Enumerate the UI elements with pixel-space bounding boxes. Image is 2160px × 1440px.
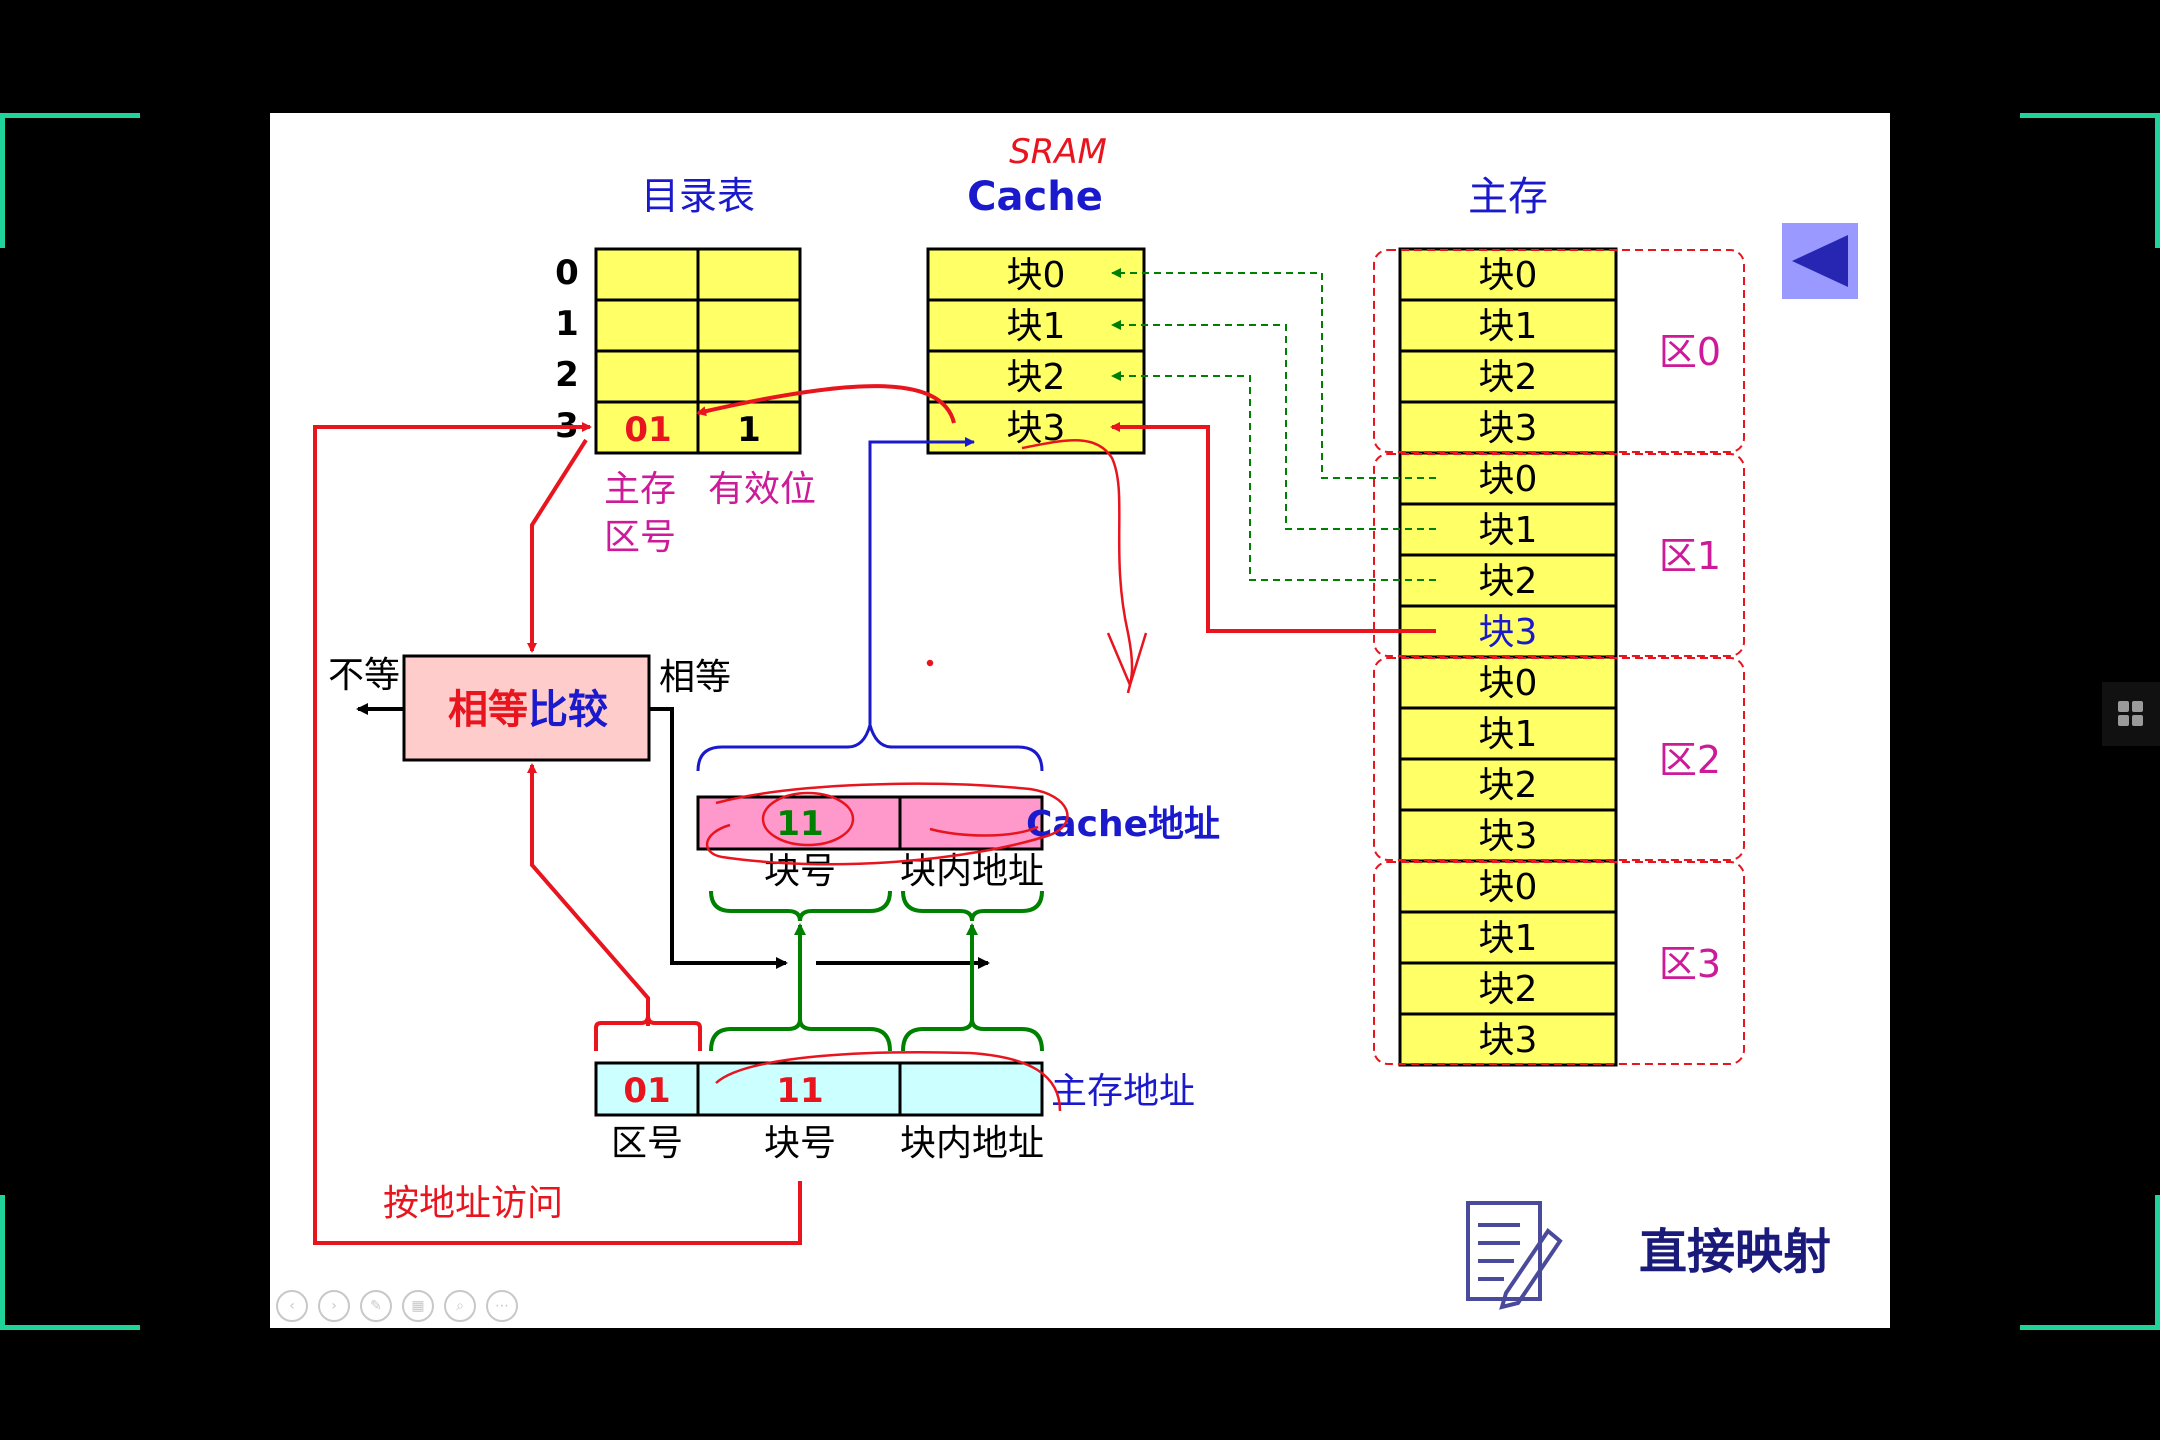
compare-label-compare: 比较 xyxy=(528,687,608,733)
prev-slide-icon[interactable]: ‹ xyxy=(276,1290,308,1322)
equal-label: 相等 xyxy=(659,657,731,698)
main-memory-block-label: 块1 xyxy=(1479,306,1538,347)
back-button[interactable] xyxy=(1782,223,1858,299)
main-memory-title: 主存 xyxy=(1468,174,1548,220)
main-memory-block-label: 块3 xyxy=(1479,408,1538,449)
main-address-green-braces xyxy=(709,1018,1044,1052)
main-memory-block-label: 块1 xyxy=(1479,510,1538,551)
cache-address-to-block-arrow xyxy=(868,437,975,725)
directory-valid-value: 1 xyxy=(737,410,761,450)
not-equal-label: 不等 xyxy=(328,655,400,696)
main-offset-label: 块内地址 xyxy=(900,1123,1044,1164)
main-memory-block-label: 块0 xyxy=(1479,663,1538,704)
main-address-box xyxy=(594,1061,1044,1117)
main-address-label: 主存地址 xyxy=(1051,1071,1195,1112)
zoom-icon[interactable]: ⌕ xyxy=(444,1290,476,1322)
main-zone-number-label: 区号 xyxy=(611,1123,683,1164)
main-memory-block-label: 块3 xyxy=(1479,612,1538,653)
zone-label-line1: 主存 xyxy=(604,469,676,510)
access-by-address-label: 按地址访问 xyxy=(383,1183,563,1224)
footer-title: 直接映射 xyxy=(1639,1224,1831,1280)
main-memory-block-label: 块1 xyxy=(1479,918,1538,959)
access-loop-arrow xyxy=(313,422,802,1245)
equal-arrow xyxy=(649,707,788,969)
corner-bracket-top-left xyxy=(0,113,140,248)
cache-title: Cache xyxy=(967,174,1103,220)
cache-block-number-label: 块号 xyxy=(764,851,836,892)
zone-label-line2: 区号 xyxy=(604,517,676,558)
main-memory-block-label: 块0 xyxy=(1479,255,1538,296)
directory-row-label: 1 xyxy=(555,304,579,344)
cache-to-directory-arrow xyxy=(696,384,956,424)
main-memory-block-label: 块3 xyxy=(1479,1020,1538,1061)
compare-box: 相等 比较 xyxy=(402,654,651,762)
cache-address-label: Cache地址 xyxy=(1026,804,1220,845)
directory-title: 目录表 xyxy=(641,174,755,218)
directory-zone-value: 01 xyxy=(624,410,671,450)
main-memory-zone-outline xyxy=(1373,861,1745,1065)
main-memory-zone-label: 区3 xyxy=(1659,942,1721,986)
zone-to-compare-arrow xyxy=(527,438,588,653)
document-edit-icon xyxy=(1466,1201,1563,1310)
main-memory-zone-label: 区1 xyxy=(1659,534,1721,578)
corner-bracket-bottom-left xyxy=(0,1195,140,1330)
main-memory-block-label: 块0 xyxy=(1479,867,1538,908)
main-memory-zone-outline xyxy=(1373,249,1745,453)
main-memory-block-label: 块1 xyxy=(1479,714,1538,755)
valid-bit-label: 有效位 xyxy=(708,469,816,510)
main-memory-block-label: 块3 xyxy=(1479,816,1538,857)
slides-grid-icon[interactable]: ▦ xyxy=(402,1290,434,1322)
main-memory-zone-label: 区2 xyxy=(1659,738,1721,782)
corner-bracket-bottom-right xyxy=(2020,1195,2160,1330)
directory-table xyxy=(594,247,802,455)
cache-offset-label: 块内地址 xyxy=(900,851,1044,892)
triangle-left-icon xyxy=(1792,235,1848,287)
cache-block-label: 块2 xyxy=(1007,357,1066,398)
cache-address-block-value: 11 xyxy=(776,804,823,844)
main-address-zone-value: 01 xyxy=(623,1071,670,1111)
next-slide-icon[interactable]: › xyxy=(318,1290,350,1322)
main-memory-block-label: 块2 xyxy=(1479,765,1538,806)
handwritten-annotations xyxy=(705,439,1148,1112)
main-memory-block-label: 块2 xyxy=(1479,357,1538,398)
cache-address-box xyxy=(696,795,1044,851)
cache-address-green-braces xyxy=(709,890,1044,922)
side-panel-toggle-icon[interactable] xyxy=(2102,682,2160,746)
more-icon[interactable]: ⋯ xyxy=(486,1290,518,1322)
directory-row-label: 0 xyxy=(555,253,579,293)
directory-row-label: 2 xyxy=(555,355,579,395)
main-address-block-value: 11 xyxy=(776,1071,823,1111)
main-memory-block-label: 块2 xyxy=(1479,561,1538,602)
main-memory-block-label: 块2 xyxy=(1479,969,1538,1010)
zone-brace xyxy=(594,1015,702,1051)
main-memory-zones: 区0 区1 区2 区3 xyxy=(1373,249,1745,1065)
pen-icon[interactable]: ✎ xyxy=(360,1290,392,1322)
sram-annotation: SRAM xyxy=(1009,132,1107,172)
cache-address-brace xyxy=(696,719,1044,772)
mapping-dashed-lines xyxy=(1111,268,1436,581)
cache-block-label: 块1 xyxy=(1007,306,1066,347)
main-memory-zone-outline xyxy=(1373,453,1745,657)
main-block-number-label: 块号 xyxy=(764,1123,836,1164)
cache-block-label: 块0 xyxy=(1007,255,1066,296)
main-memory-zone-label: 区0 xyxy=(1659,330,1721,374)
corner-bracket-top-right xyxy=(2020,113,2160,248)
main-memory-block-label: 块0 xyxy=(1479,459,1538,500)
main-to-cache-arrow xyxy=(1110,422,1436,633)
address-zone-to-compare-arrow xyxy=(527,763,650,1026)
main-memory-zone-outline xyxy=(1373,657,1745,861)
compare-label-equal: 相等 xyxy=(448,687,528,733)
